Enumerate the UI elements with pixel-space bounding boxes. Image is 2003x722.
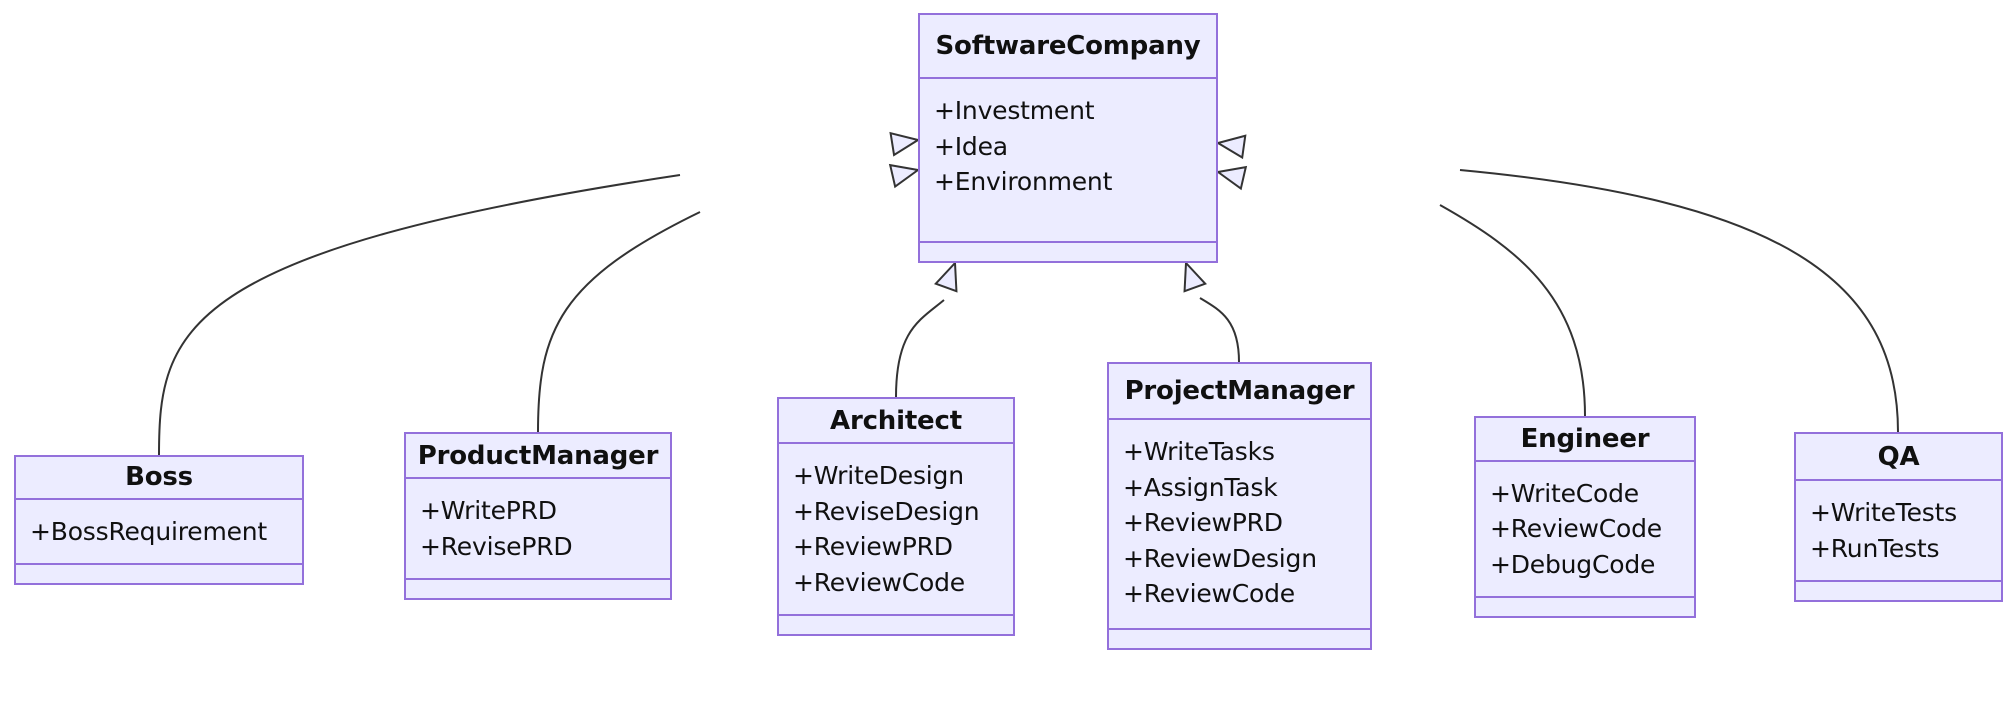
class-attributes-software-company: +Investment +Idea +Environment: [920, 79, 1216, 243]
edge-line: [537, 211, 701, 433]
class-attribute: +Idea: [934, 131, 1008, 161]
uml-class-boss[interactable]: Boss +BossRequirement: [14, 455, 304, 585]
class-title-qa: QA: [1796, 434, 2001, 481]
class-attributes-project-manager: +WriteTasks +AssignTask +ReviewPRD +ReviewD…: [1109, 420, 1370, 630]
class-title-software-company: SoftwareCompany: [920, 15, 1216, 79]
edge-projectmanager-to-softwarecompany: [1183, 260, 1240, 363]
class-attributes-engineer: +WriteCode +ReviewCode +DebugCode: [1476, 462, 1694, 598]
class-attribute: +WritePRD: [420, 496, 557, 525]
generalization-arrowhead-icon: [889, 131, 921, 157]
class-attribute: +ReviewCode: [1490, 514, 1662, 543]
class-title-architect: Architect: [779, 399, 1013, 444]
class-attributes-product-manager: +WritePRD +RevisePRD: [406, 479, 670, 580]
edge-line: [1199, 297, 1240, 363]
class-attribute: +WriteTests: [1810, 498, 1958, 527]
uml-class-architect[interactable]: Architect +WriteDesign +ReviseDesign +Revie…: [777, 397, 1015, 636]
class-attribute: +ReviewCode: [1123, 579, 1295, 608]
generalization-arrowhead-icon: [934, 260, 958, 293]
class-methods-project-manager: [1109, 630, 1370, 648]
class-methods-architect: [779, 616, 1013, 634]
class-attribute: +ReviewPRD: [1123, 508, 1283, 537]
class-attribute: +WriteCode: [1490, 478, 1639, 508]
class-attribute: +ReviewPRD: [793, 532, 953, 561]
class-attribute: +Environment: [934, 167, 1113, 196]
class-methods-engineer: [1476, 598, 1694, 616]
edge-line: [1459, 169, 1899, 433]
class-attribute: +WriteDesign: [793, 461, 964, 490]
class-attribute: +AssignTask: [1123, 472, 1278, 502]
class-attribute: +ReviseDesign: [793, 496, 980, 526]
class-attribute: +ReviewCode: [793, 567, 965, 597]
class-methods-boss: [16, 565, 302, 583]
class-methods-product-manager: [406, 580, 670, 598]
edge-line: [158, 174, 681, 456]
class-title-project-manager: ProjectManager: [1109, 364, 1370, 420]
class-attributes-qa: +WriteTests +RunTests: [1796, 481, 2001, 582]
edge-line: [1439, 204, 1586, 417]
class-methods-software-company: [920, 243, 1216, 261]
class-methods-qa: [1796, 582, 2001, 600]
edge-architect-to-softwarecompany: [895, 260, 958, 398]
uml-class-product-manager[interactable]: ProductManager +WritePRD +RevisePRD: [404, 432, 672, 600]
class-attribute: +Investment: [934, 96, 1095, 125]
class-attribute: +RunTests: [1810, 533, 1940, 563]
generalization-arrowhead-icon: [1215, 165, 1248, 191]
edge-productmanager-to-softwarecompany: [537, 163, 921, 433]
generalization-arrowhead-icon: [888, 163, 921, 189]
class-attribute: +WriteTasks: [1123, 437, 1275, 466]
generalization-arrowhead-icon: [1183, 260, 1207, 293]
edge-line: [895, 299, 945, 398]
uml-class-engineer[interactable]: Engineer +WriteCode +ReviewCode +DebugCode: [1474, 416, 1696, 618]
class-attributes-architect: +WriteDesign +ReviseDesign +ReviewPRD +Revi…: [779, 444, 1013, 616]
class-attribute: +BossRequirement: [30, 516, 268, 546]
class-attribute: +DebugCode: [1490, 549, 1656, 579]
uml-class-qa[interactable]: QA +WriteTests +RunTests: [1794, 432, 2003, 602]
class-title-product-manager: ProductManager: [406, 434, 670, 479]
uml-class-software-company[interactable]: SoftwareCompany +Investment +Idea +Environm…: [918, 13, 1218, 263]
class-attribute: +RevisePRD: [420, 531, 573, 561]
class-title-boss: Boss: [16, 457, 302, 500]
class-title-engineer: Engineer: [1476, 418, 1694, 462]
uml-class-project-manager[interactable]: ProjectManager +WriteTasks +AssignTask +Rev…: [1107, 362, 1372, 650]
class-attributes-boss: +BossRequirement: [16, 500, 302, 565]
generalization-arrowhead-icon: [1215, 134, 1247, 160]
class-attribute: +ReviewDesign: [1123, 543, 1317, 573]
